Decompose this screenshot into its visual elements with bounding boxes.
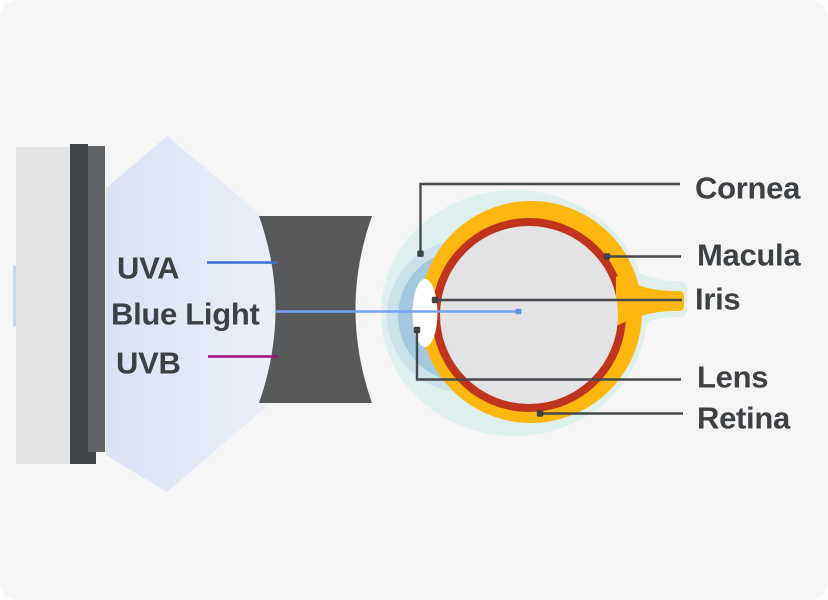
screen-side-bar	[88, 146, 105, 452]
screen-edge-accent-line	[13, 265, 16, 327]
label-iris: Iris	[695, 281, 741, 317]
cornea-pointer-line	[419, 182, 680, 253]
vitreous-body	[440, 226, 618, 404]
retina-anchor-dot	[536, 410, 544, 417]
cornea-anchor-dot	[417, 250, 424, 257]
screen-front-bar	[70, 144, 88, 464]
lens-pointer-line	[415, 330, 681, 381]
pointer-lines	[415, 182, 683, 415]
label-cornea: Cornea	[695, 170, 801, 206]
macula-anchor-dot	[603, 253, 611, 260]
screen-light-beam	[106, 136, 370, 492]
label-uva: UVA	[117, 250, 180, 286]
screen-panel	[16, 147, 70, 464]
label-blue-light: Blue Light	[111, 296, 260, 332]
lens-anchor-dot	[413, 326, 421, 334]
screen-bottom-edge	[88, 452, 96, 464]
label-uvb: UVB	[116, 345, 181, 381]
screen-device	[13, 144, 105, 464]
label-lens: Lens	[697, 359, 769, 395]
anchor-dots	[413, 250, 611, 417]
light-rays	[207, 261, 522, 358]
iris-anchor-dot	[431, 296, 439, 304]
eye-illustration	[381, 190, 687, 436]
label-macula: Macula	[697, 237, 801, 273]
concave-lens-filter	[259, 216, 372, 403]
label-retina: Retina	[697, 400, 790, 436]
blue-light-ray-end-cap	[515, 308, 522, 315]
